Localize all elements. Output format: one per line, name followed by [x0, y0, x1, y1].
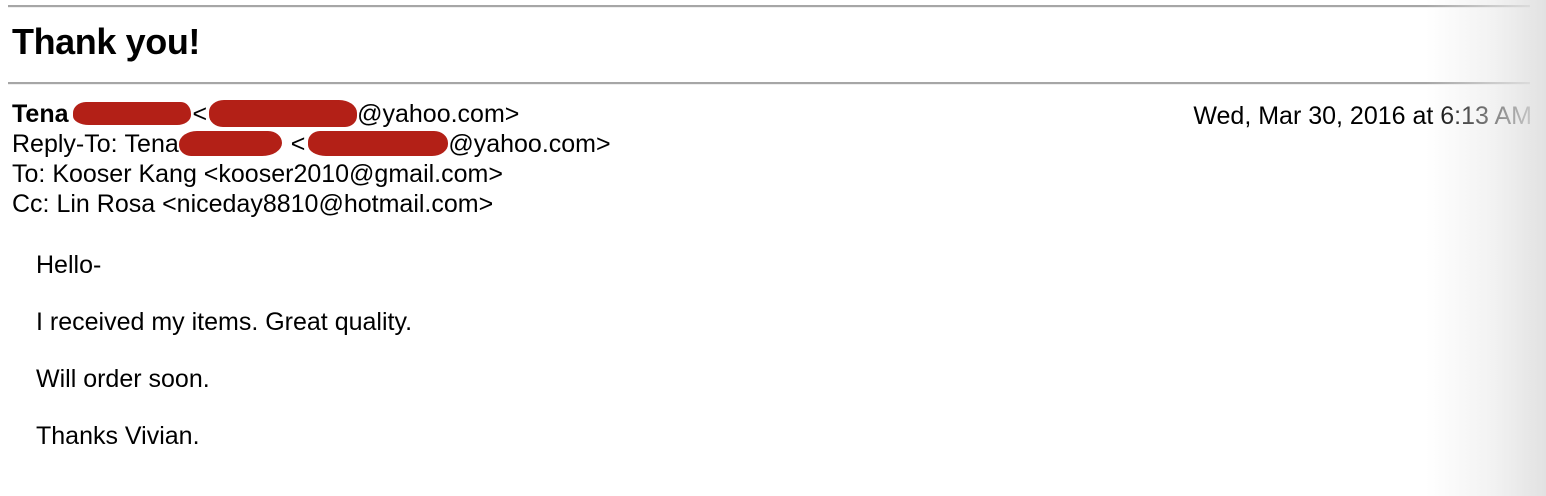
reply-to-domain: @yahoo.com [448, 130, 596, 158]
to-recipients: Kooser Kang <kooser2010@gmail.com> [52, 160, 503, 188]
email-body: Hello- I received my items. Great qualit… [36, 250, 412, 478]
page-edge-shadow [1426, 0, 1546, 496]
redaction-mark-surname-from [72, 101, 191, 125]
email-subject: Thank you! [12, 21, 201, 62]
reply-to-line: Reply-To: Tena < @yahoo.com> [12, 129, 1112, 159]
cc-line: Cc: Lin Rosa <niceday8810@hotmail.com> [12, 189, 1112, 219]
body-paragraph: Will order soon. [36, 365, 210, 393]
reply-to-bracket-close: > [596, 130, 611, 158]
cc-label: Cc: [12, 190, 50, 218]
email-header-block: Tena<@yahoo.com> Reply-To: Tena <@yahoo.… [12, 99, 1112, 219]
body-paragraph: Hello- [36, 251, 102, 279]
body-paragraph: Thanks Vivian. [36, 422, 200, 450]
from-display-name: Tena [12, 100, 69, 128]
redaction-mark-surname-reply-to [178, 130, 282, 156]
redaction-mark-address-reply-to [308, 130, 449, 156]
reply-to-bracket-open: < [290, 130, 306, 158]
to-label: To: [12, 160, 46, 188]
email-timestamp: Wed, Mar 30, 2016 at 6:13 AM [1193, 102, 1532, 130]
cc-recipients: Lin Rosa <niceday8810@hotmail.com> [56, 190, 494, 218]
to-line: To: Kooser Kang <kooser2010@gmail.com> [12, 159, 1112, 189]
from-bracket-close: > [504, 100, 520, 128]
reply-to-display-name: Tena [124, 130, 179, 158]
from-bracket-open: < [192, 100, 208, 128]
from-line: Tena < @yahoo.com> [12, 99, 1112, 129]
top-divider [8, 5, 1530, 7]
from-domain: @yahoo.com [357, 100, 505, 128]
subject-divider [8, 82, 1530, 84]
body-paragraph: I received my items. Great quality. [36, 308, 413, 336]
reply-to-label: Reply-To: [12, 130, 118, 158]
redaction-mark-address-from [209, 99, 358, 127]
